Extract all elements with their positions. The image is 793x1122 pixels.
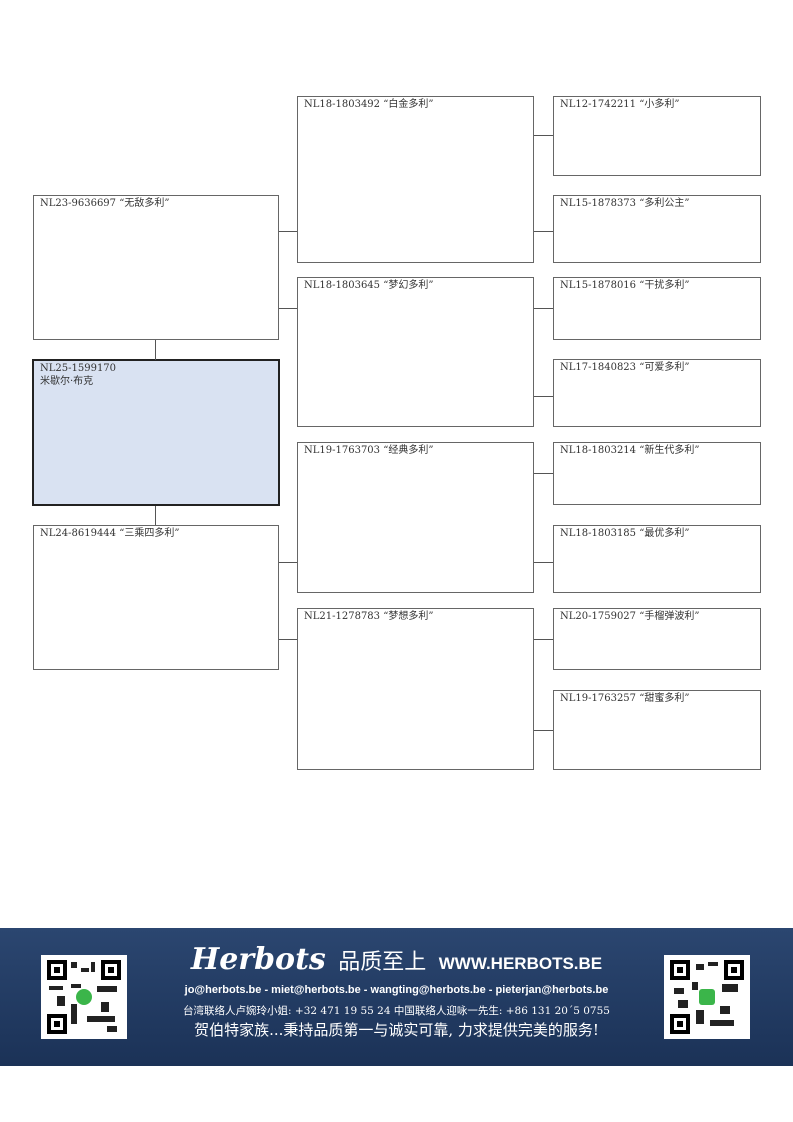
connector [279,231,297,232]
grandparent-box: NL19-1763703 “经典多利” [297,442,534,593]
great-grandparent-box: NL18-1803185 “最优多利” [553,525,761,593]
dam-label: NL24-8619444 “三乘四多利” [40,528,180,539]
sire-label: NL23-9636697 “无敌多利” [40,198,170,209]
connector [534,562,553,563]
connector [534,730,553,731]
connector [534,308,553,309]
dam-box: NL24-8619444 “三乘四多利” [33,525,279,670]
connector [279,308,297,309]
ggp-label: NL20-1759027 “手榴弹波利” [560,611,700,622]
grandparent-box: NL18-1803492 “白金多利” [297,96,534,263]
herbots-logo: Herbots [190,942,326,977]
ggp-label: NL18-1803214 “新生代多利” [560,445,700,456]
connector [279,639,297,640]
email-contacts[interactable]: jo@herbots.be - miet@herbots.be - wangti… [184,984,609,996]
connector [534,396,553,397]
connector [155,506,156,525]
brand-line: Herbots 品质至上 WWW.HERBOTS.BE [140,942,653,982]
ggp-label: NL19-1763257 “甜蜜多利” [560,693,690,704]
ggp-label: NL15-1878016 “干扰多利” [560,280,690,291]
wechat-qr-code [664,955,750,1039]
grandparent-label: NL19-1763703 “经典多利” [304,445,434,456]
grandparent-label: NL18-1803645 “梦幻多利” [304,280,434,291]
ggp-label: NL17-1840823 “可爱多利” [560,362,690,373]
subject-id: NL25-1599170 [40,363,117,374]
great-grandparent-box: NL15-1878016 “干扰多利” [553,277,761,340]
great-grandparent-box: NL15-1878373 “多利公主” [553,195,761,263]
grandparent-label: NL21-1278783 “梦想多利” [304,611,434,622]
great-grandparent-box: NL12-1742211 “小多利” [553,96,761,176]
line-qr-code [41,955,127,1039]
slogan: 品质至上 [338,950,427,975]
footer-banner: Herbots 品质至上 WWW.HERBOTS.BE jo@herbots.b… [0,928,793,1066]
subject-name: 米歇尔·布克 [40,376,94,387]
great-grandparent-box: NL19-1763257 “甜蜜多利” [553,690,761,770]
grandparent-box: NL21-1278783 “梦想多利” [297,608,534,770]
ggp-label: NL12-1742211 “小多利” [560,99,680,110]
grandparent-label: NL18-1803492 “白金多利” [304,99,434,110]
tagline: 贺伯特家族...秉持品质第一与诚实可靠, 力求提供完美的服务! [194,1021,599,1039]
subject-box: NL25-1599170 米歇尔·布克 [32,359,280,506]
connector [279,562,297,563]
connector [534,135,553,136]
website-link[interactable]: WWW.HERBOTS.BE [438,954,603,973]
sire-box: NL23-9636697 “无敌多利” [33,195,279,340]
grandparent-box: NL18-1803645 “梦幻多利” [297,277,534,427]
phone-contacts: 台湾联络人卢婉玲小姐: +32 471 19 55 24 中国联络人迎咏一先生:… [183,1005,610,1017]
connector [534,231,553,232]
connector [534,639,553,640]
great-grandparent-box: NL17-1840823 “可爱多利” [553,359,761,427]
great-grandparent-box: NL18-1803214 “新生代多利” [553,442,761,505]
connector [155,340,156,360]
ggp-label: NL18-1803185 “最优多利” [560,528,690,539]
connector [534,473,553,474]
great-grandparent-box: NL20-1759027 “手榴弹波利” [553,608,761,670]
ggp-label: NL15-1878373 “多利公主” [560,198,690,209]
